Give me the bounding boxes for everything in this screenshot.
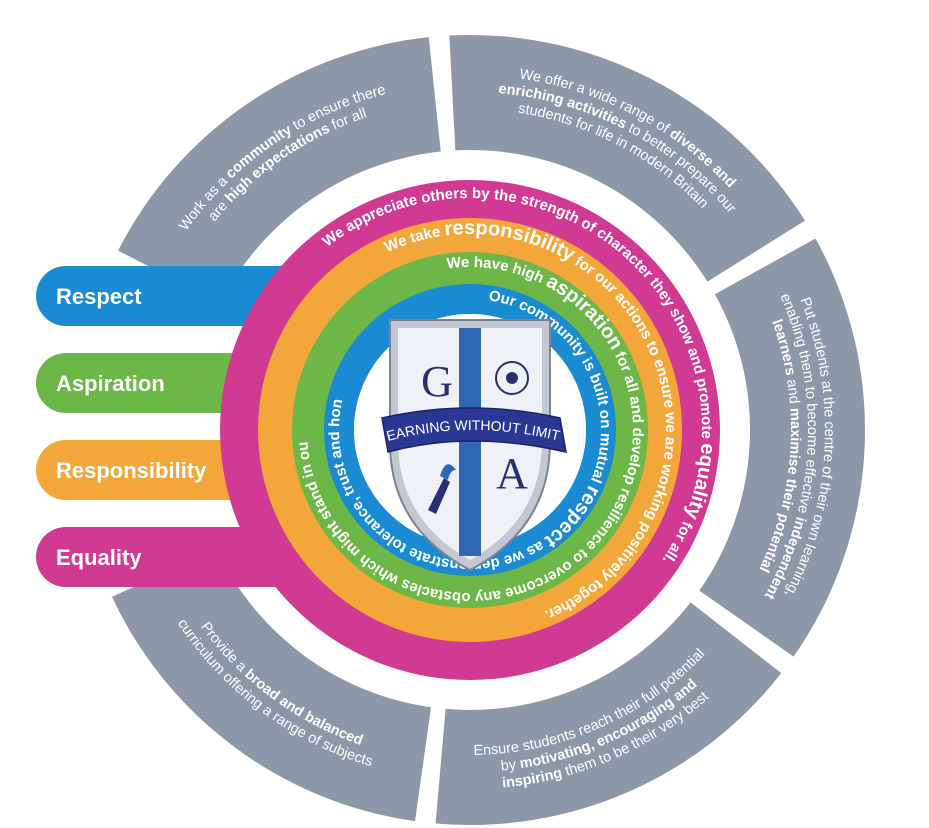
outer-segment [118,37,441,303]
outer-segment [435,602,782,825]
torch-icon [428,478,450,514]
tab-responsibility-label: Responsibility [56,458,207,483]
body-text: and [782,374,802,408]
rose-center-icon [506,372,518,384]
torch-flame-icon [440,464,456,480]
tab-respect-label: Respect [56,284,142,309]
crest-stripe [459,328,481,556]
crest-letter-g: G [421,357,453,406]
outer-segment [112,548,432,822]
outer-segment [449,35,805,282]
outer-segment [699,238,866,657]
motto-banner [381,407,567,453]
tab-aspiration-label: Aspiration [56,371,165,396]
body-text: by [500,756,521,774]
tab-equality-label: Equality [56,545,142,570]
crest-letter-a: A [496,449,528,498]
rose-icon [495,361,529,395]
